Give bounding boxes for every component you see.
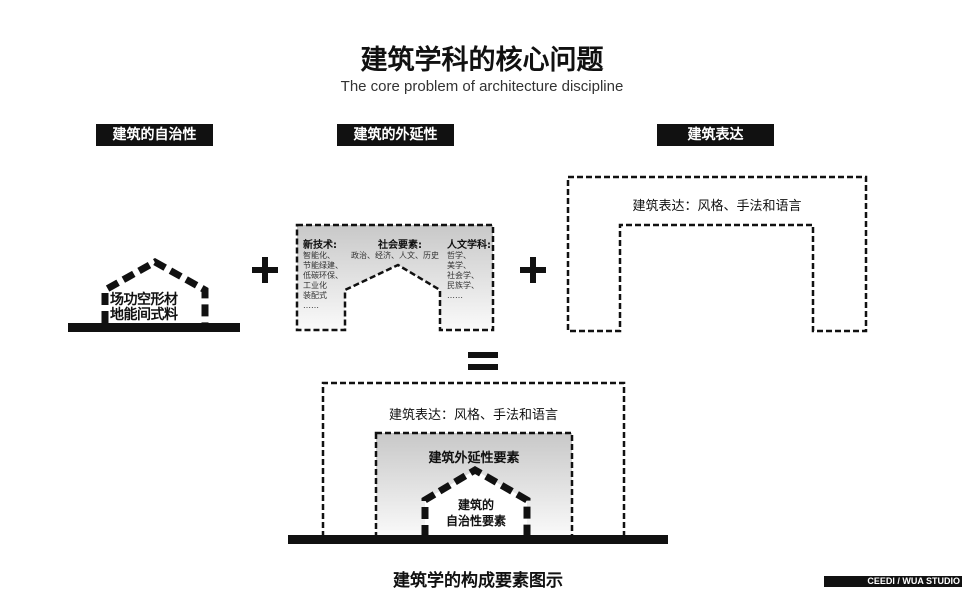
social-items: 政治、经济、人文、历史 — [351, 251, 439, 260]
humanities-item: 哲学、 — [447, 251, 471, 260]
result-extension-text: 建筑外延性要素 — [428, 451, 520, 466]
tech-item: 工业化 — [303, 281, 327, 290]
tech-column: 新技术: 智能化、 节能绿建、 低碳环保、 工业化 装配式 …… — [303, 236, 343, 311]
tech-item: …… — [303, 301, 319, 310]
result-house-outline — [421, 465, 531, 537]
result-expression-box — [321, 381, 626, 537]
result-autonomy-line-2: 自治性要素 — [445, 514, 506, 528]
humanities-item: 社会学、 — [447, 271, 479, 280]
humanities-item: 民族学、 — [447, 281, 479, 290]
social-heading: 社会要素: — [378, 240, 422, 251]
expression-text: 建筑表达：风格、手法和语言 — [632, 199, 802, 214]
tag-autonomy: 建筑的自治性 — [96, 124, 213, 146]
ground-bar-bottom — [288, 535, 668, 544]
tech-item: 智能化、 — [303, 251, 335, 260]
house-outline-left — [101, 257, 209, 323]
ground-bar-left — [68, 323, 240, 332]
humanities-column: 人文学科: 哲学、 美学、 社会学、 民族学、 …… — [447, 236, 491, 301]
autonomy-house-text: 场功空形材 地能间式料 — [110, 293, 178, 323]
result-autonomy-text: 建筑的 自治性要素 — [425, 497, 527, 529]
page-subtitle: The core problem of architecture discipl… — [340, 78, 624, 95]
tag-expression: 建筑表达 — [657, 124, 774, 146]
humanities-heading: 人文学科: — [447, 240, 491, 251]
brand-logo: CEEDI / WUA STUDIO — [824, 576, 962, 587]
social-column: 社会要素: 政治、经济、人文、历史 — [351, 236, 445, 261]
result-autonomy-line-1: 建筑的 — [457, 498, 494, 512]
page-title: 建筑学科的核心问题 — [360, 45, 604, 76]
extension-box — [295, 223, 495, 332]
autonomy-row-1: 场功空形材 — [110, 292, 178, 308]
autonomy-row-2: 地能间式料 — [110, 307, 178, 323]
tech-heading: 新技术: — [303, 240, 337, 251]
diagram-caption: 建筑学的构成要素图示 — [393, 571, 563, 591]
expression-box — [566, 175, 868, 333]
humanities-item: …… — [447, 291, 463, 300]
result-expression-text: 建筑表达：风格、手法和语言 — [388, 408, 558, 423]
equals-icon — [468, 352, 498, 370]
plus-icon — [252, 257, 278, 283]
humanities-item: 美学、 — [447, 261, 471, 270]
tech-item: 低碳环保、 — [303, 271, 343, 280]
tag-extension: 建筑的外延性 — [337, 124, 454, 146]
plus-icon — [520, 257, 546, 283]
tech-item: 装配式 — [303, 291, 327, 300]
tech-item: 节能绿建、 — [303, 261, 343, 270]
